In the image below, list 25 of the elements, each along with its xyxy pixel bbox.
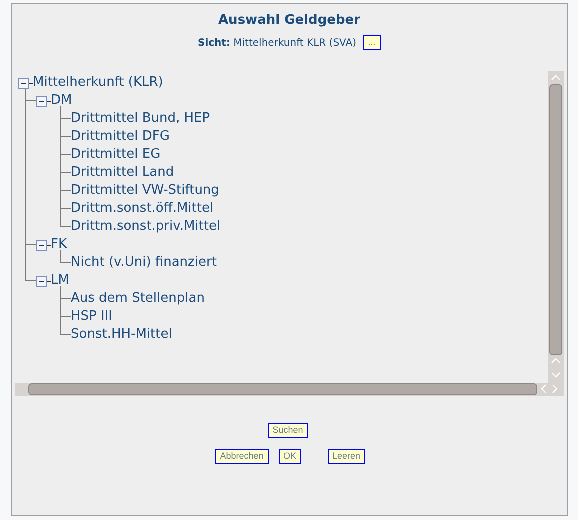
tree-item-label: Mittelherkunft (KLR) [33, 75, 164, 91]
tree-connector [26, 88, 36, 282]
view-caption: Sicht: Mittelherkunft KLR (SVA) [198, 37, 356, 51]
tree-item-label: Drittmittel EG [71, 147, 161, 163]
tree-item-label: DM [51, 93, 72, 109]
tree-item-label: Drittmittel Land [71, 165, 174, 181]
tree-item-label: FK [51, 237, 68, 253]
tree-item-label: Drittmittel DFG [71, 129, 170, 145]
tree-item-label: LM [51, 273, 70, 289]
ok-button: OK [279, 449, 301, 464]
tree-item-label: Nicht (v.Uni) finanziert [71, 255, 217, 271]
dialog-title: Auswahl Geldgeber [218, 13, 362, 28]
tree-item-label: Drittmittel VW-Stiftung [71, 183, 220, 199]
tree-item-label: HSP III [71, 309, 113, 325]
cancel-button: Abbrechen [215, 449, 269, 464]
tree-item-label: Drittmittel Bund, HEP [71, 111, 210, 127]
more-button: ... [363, 35, 381, 50]
tree-connector [60, 250, 72, 264]
tree-item-label: Sonst.HH-Mittel [71, 327, 172, 343]
search-button: Suchen [268, 423, 308, 438]
tree-item-label: Aus dem Stellenplan [71, 291, 205, 307]
tree-item-label: Drittm.sonst.priv.Mittel [71, 219, 221, 235]
clear-button: Leeren [328, 449, 365, 464]
tree-item-label: Drittm.sonst.öff.Mittel [71, 201, 214, 217]
tree-connector [60, 286, 72, 336]
